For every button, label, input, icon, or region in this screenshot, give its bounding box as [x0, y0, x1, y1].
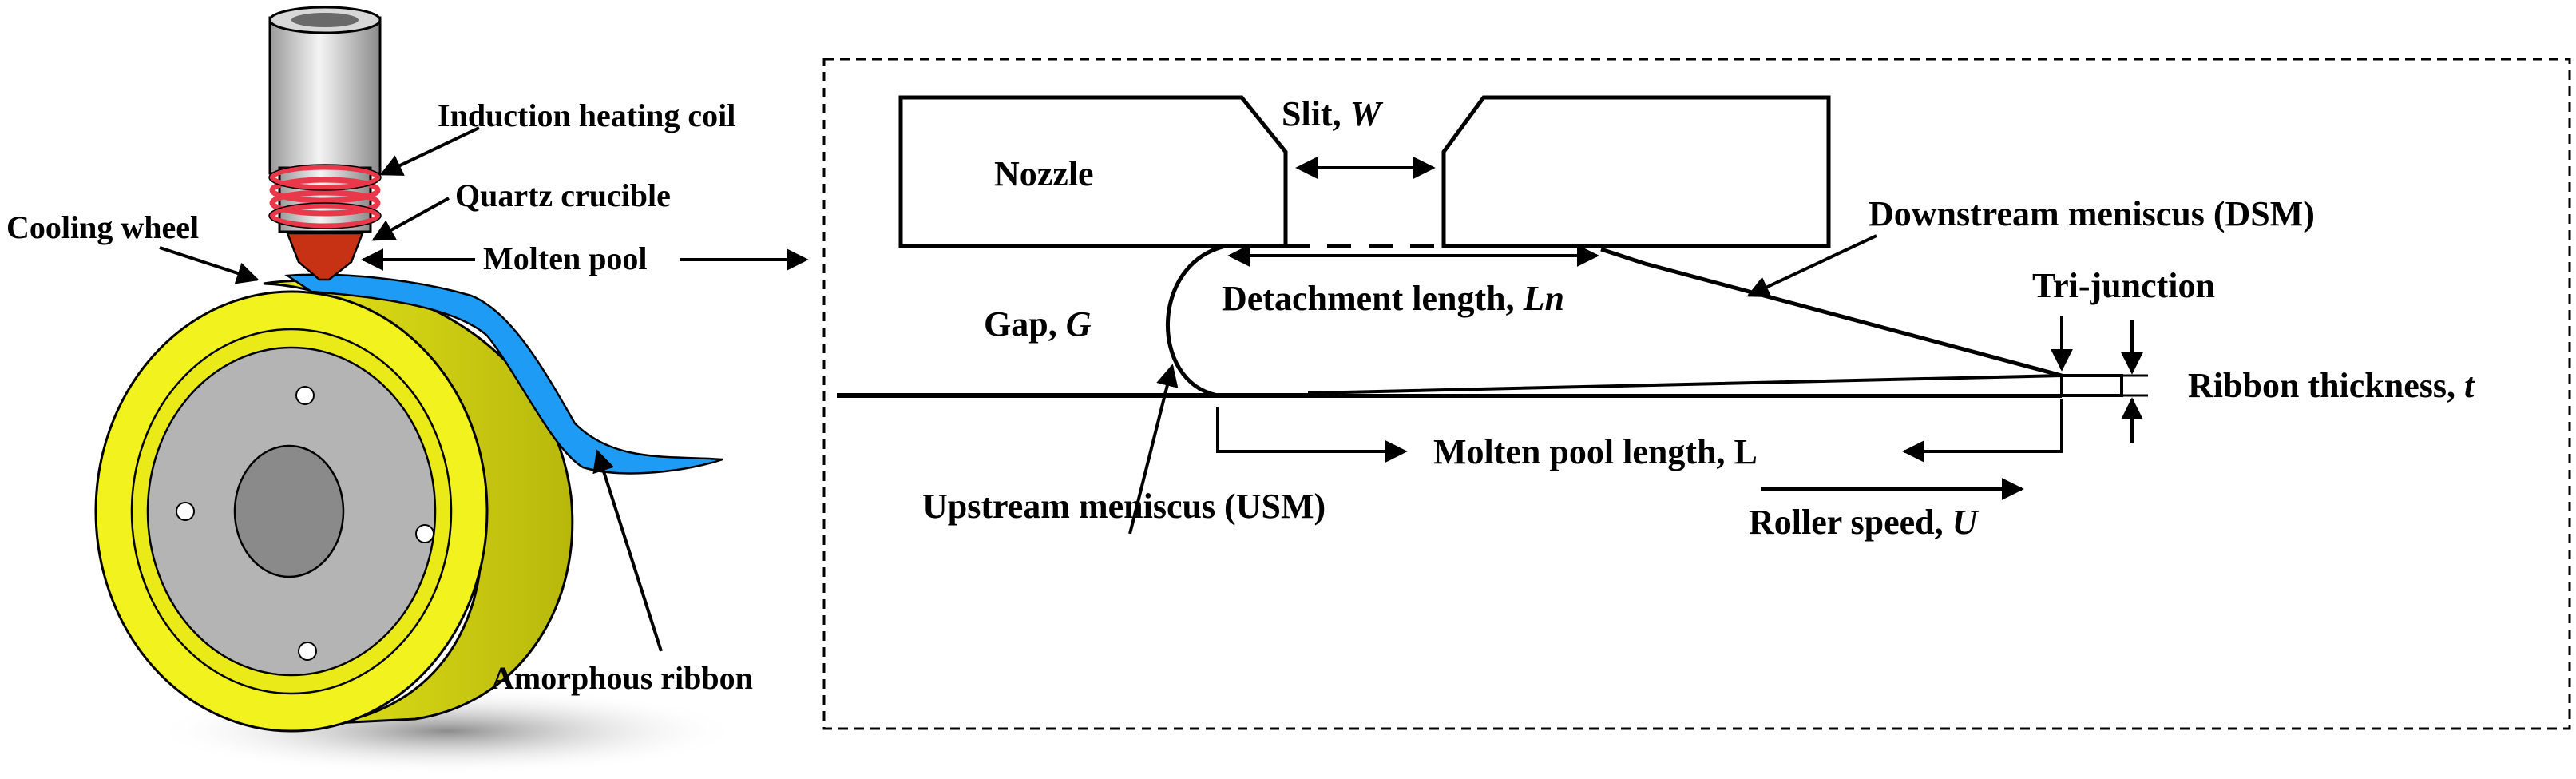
ribbon-tail [2060, 374, 2123, 397]
roller-speed-label: Roller speed, U [1749, 503, 1980, 542]
amorphous-ribbon-label: Amorphous ribbon [491, 660, 753, 696]
left-panel-arrows [159, 126, 809, 652]
ribbon-thickness-label: Ribbon thickness, t [2188, 366, 2475, 405]
crucible-tip [286, 232, 364, 281]
bolt-hole [298, 642, 317, 661]
upstream-meniscus [1165, 244, 1227, 398]
quartz-crucible-tube [268, 16, 382, 175]
wheel-center-boss [233, 444, 345, 578]
upstream-meniscus-label: Upstream meniscus (USM) [922, 487, 1326, 526]
gap-label: Gap, G [984, 304, 1092, 344]
nozzle-label: Nozzle [994, 154, 1094, 193]
amorphous-ribbon-shape [284, 273, 723, 475]
usm-arrow [1128, 364, 1179, 535]
quartz-crucible-opening [291, 13, 359, 27]
nozzle-right-block [1441, 95, 1831, 248]
pool-length-arrow-left [1216, 407, 1408, 463]
downstream-meniscus-label: Downstream meniscus (DSM) [1869, 194, 2315, 233]
molten-pool-length-label: Molten pool length, L [1433, 432, 1758, 471]
apparatus-illustration [94, 6, 743, 775]
detachment-length-label: Detachment length, Ln [1222, 279, 1564, 318]
induction-heating-coil-label: Induction heating coil [438, 97, 735, 133]
ribbon-wedge [1308, 373, 2063, 397]
cooling-wheel-label: Cooling wheel [6, 209, 199, 245]
bolt-hole [176, 502, 195, 521]
quartz-crucible-label: Quartz crucible [455, 177, 671, 213]
molten-pool-label: Molten pool [483, 240, 648, 276]
nozzle-left-block [898, 95, 1288, 248]
tri-junction-label: Tri-junction [2032, 266, 2215, 305]
detail-frame [822, 58, 2571, 730]
induction-coil [269, 164, 381, 229]
downstream-meniscus [1600, 247, 2063, 378]
dsm-arrow [1746, 234, 1877, 297]
pool-length-arrow-right [1902, 399, 2063, 463]
bolt-hole [415, 524, 434, 543]
bolt-hole [295, 386, 315, 405]
slit-label: Slit, W [1282, 94, 1384, 133]
